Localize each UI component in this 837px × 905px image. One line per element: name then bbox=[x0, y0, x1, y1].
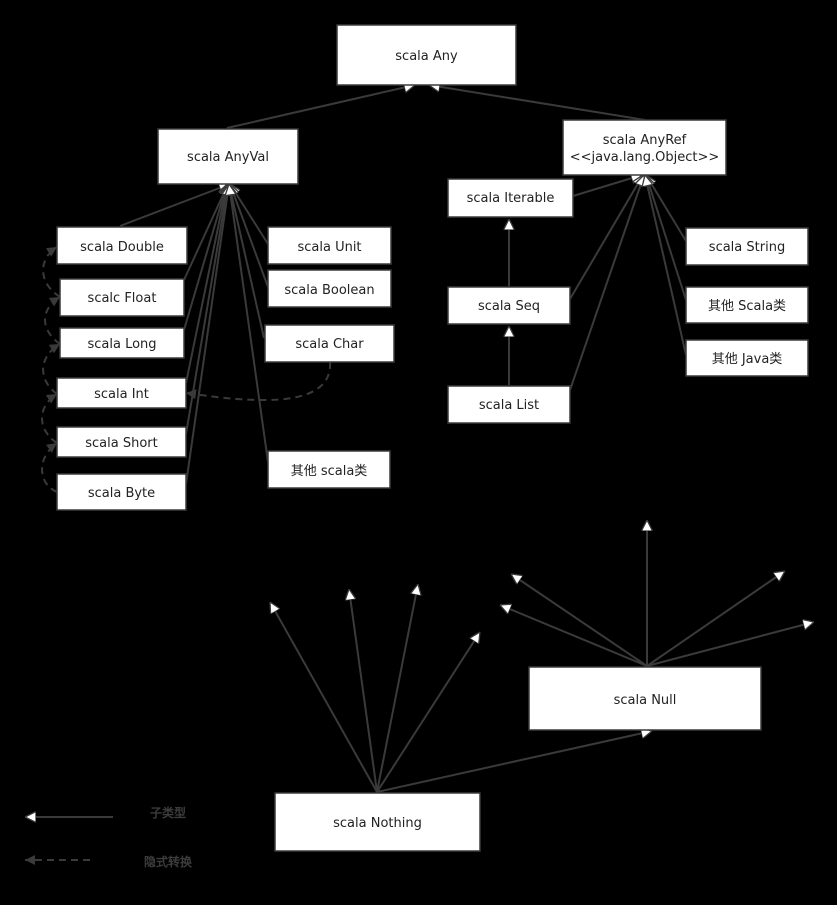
svg-text:scala Nothing: scala Nothing bbox=[333, 816, 422, 831]
implicit-int-long bbox=[42, 343, 61, 395]
edge-byte-anyval bbox=[185, 184, 229, 485]
edge-boolean-anyval bbox=[230, 184, 269, 288]
edge-otherval-anyval bbox=[229, 184, 269, 463]
svg-text:<<java.lang.Object>>: <<java.lang.Object>> bbox=[570, 150, 719, 165]
svg-text:scala List: scala List bbox=[479, 398, 539, 413]
edge-char-anyval bbox=[229, 184, 265, 339]
edge-nothing-up1 bbox=[269, 602, 378, 793]
node-list: scala List bbox=[447, 385, 571, 424]
node-seq: scala Seq bbox=[447, 286, 571, 325]
svg-text:其他 scala类: 其他 scala类 bbox=[291, 464, 368, 479]
svg-text:scala Iterable: scala Iterable bbox=[467, 191, 555, 206]
node-any: scala Any bbox=[336, 24, 517, 86]
svg-text:scala Null: scala Null bbox=[614, 693, 677, 708]
edge-otherjava-anyref bbox=[645, 175, 687, 356]
node-int: scala Int bbox=[56, 377, 187, 409]
edge-anyval-any bbox=[226, 85, 415, 129]
node-iterable: scala Iterable bbox=[447, 178, 574, 218]
svg-text:scala AnyVal: scala AnyVal bbox=[187, 150, 269, 165]
edge-int-anyval bbox=[185, 184, 227, 384]
svg-text:其他 Scala类: 其他 Scala类 bbox=[708, 299, 786, 314]
legend: 子类型 隐式转换 bbox=[25, 805, 193, 869]
implicit-edges bbox=[41, 246, 332, 493]
node-byte: scala Byte bbox=[56, 473, 187, 511]
svg-text:scala Seq: scala Seq bbox=[478, 299, 540, 314]
node-anyval: scala AnyVal bbox=[157, 128, 299, 185]
svg-text:scala Double: scala Double bbox=[80, 240, 164, 255]
edge-null-upleft1 bbox=[511, 573, 648, 667]
svg-text:scala String: scala String bbox=[709, 240, 785, 255]
node-string: scala String bbox=[685, 227, 809, 266]
edge-list-anyref bbox=[569, 175, 644, 391]
legend-subtype-label: 子类型 bbox=[150, 805, 186, 820]
edge-seq-anyref bbox=[569, 175, 644, 300]
node-char: scala Char bbox=[264, 324, 395, 363]
edge-null-upright2 bbox=[646, 622, 814, 667]
edge-nothing-up4 bbox=[376, 632, 481, 793]
subtype-edges bbox=[119, 85, 814, 793]
svg-text:scalc Float: scalc Float bbox=[88, 291, 157, 306]
edge-double-anyval bbox=[119, 184, 230, 227]
svg-text:scala Char: scala Char bbox=[295, 337, 364, 352]
node-double: scala Double bbox=[56, 226, 188, 265]
edge-nothing-null bbox=[376, 731, 652, 793]
svg-text:scala Short: scala Short bbox=[85, 436, 157, 451]
edge-nothing-up2 bbox=[349, 589, 378, 793]
implicit-short-int bbox=[41, 393, 58, 444]
edge-nothing-up3 bbox=[376, 584, 418, 793]
node-long: scala Long bbox=[59, 327, 185, 359]
svg-text:scala Boolean: scala Boolean bbox=[284, 283, 374, 298]
implicit-byte-short bbox=[41, 442, 58, 493]
implicit-char-int bbox=[185, 361, 332, 402]
edge-short-anyval bbox=[185, 184, 228, 435]
svg-text:scala Int: scala Int bbox=[94, 387, 149, 402]
node-float: scalc Float bbox=[59, 278, 185, 317]
node-null: scala Null bbox=[528, 666, 762, 731]
svg-text:scala Any: scala Any bbox=[395, 49, 458, 64]
implicit-float-double bbox=[42, 246, 61, 298]
svg-text:scala Byte: scala Byte bbox=[88, 486, 155, 501]
edge-null-upleft2 bbox=[500, 605, 648, 667]
edge-anyref-any bbox=[429, 85, 646, 121]
edge-otherscala-anyref bbox=[646, 175, 687, 301]
svg-text:scala Unit: scala Unit bbox=[297, 240, 361, 255]
node-short: scala Short bbox=[56, 426, 187, 458]
node-other-scala-ref: 其他 Scala类 bbox=[685, 286, 809, 324]
node-other-java: 其他 Java类 bbox=[685, 339, 809, 377]
svg-text:scala AnyRef: scala AnyRef bbox=[603, 133, 687, 148]
edge-null-upright1 bbox=[646, 571, 785, 667]
node-nothing: scala Nothing bbox=[274, 792, 481, 852]
node-other-scala-val: 其他 scala类 bbox=[267, 450, 391, 489]
legend-implicit-label: 隐式转换 bbox=[144, 854, 193, 869]
node-boolean: scala Boolean bbox=[267, 269, 392, 308]
edge-long-anyval bbox=[183, 184, 227, 331]
svg-text:其他 Java类: 其他 Java类 bbox=[712, 352, 783, 367]
implicit-long-float bbox=[44, 296, 61, 345]
edge-iterable-anyref bbox=[572, 175, 642, 197]
node-unit: scala Unit bbox=[267, 226, 392, 265]
svg-text:scala Long: scala Long bbox=[87, 337, 156, 352]
edge-float-anyval bbox=[183, 184, 228, 281]
node-anyref: scala AnyRef <<java.lang.Object>> bbox=[562, 119, 727, 176]
